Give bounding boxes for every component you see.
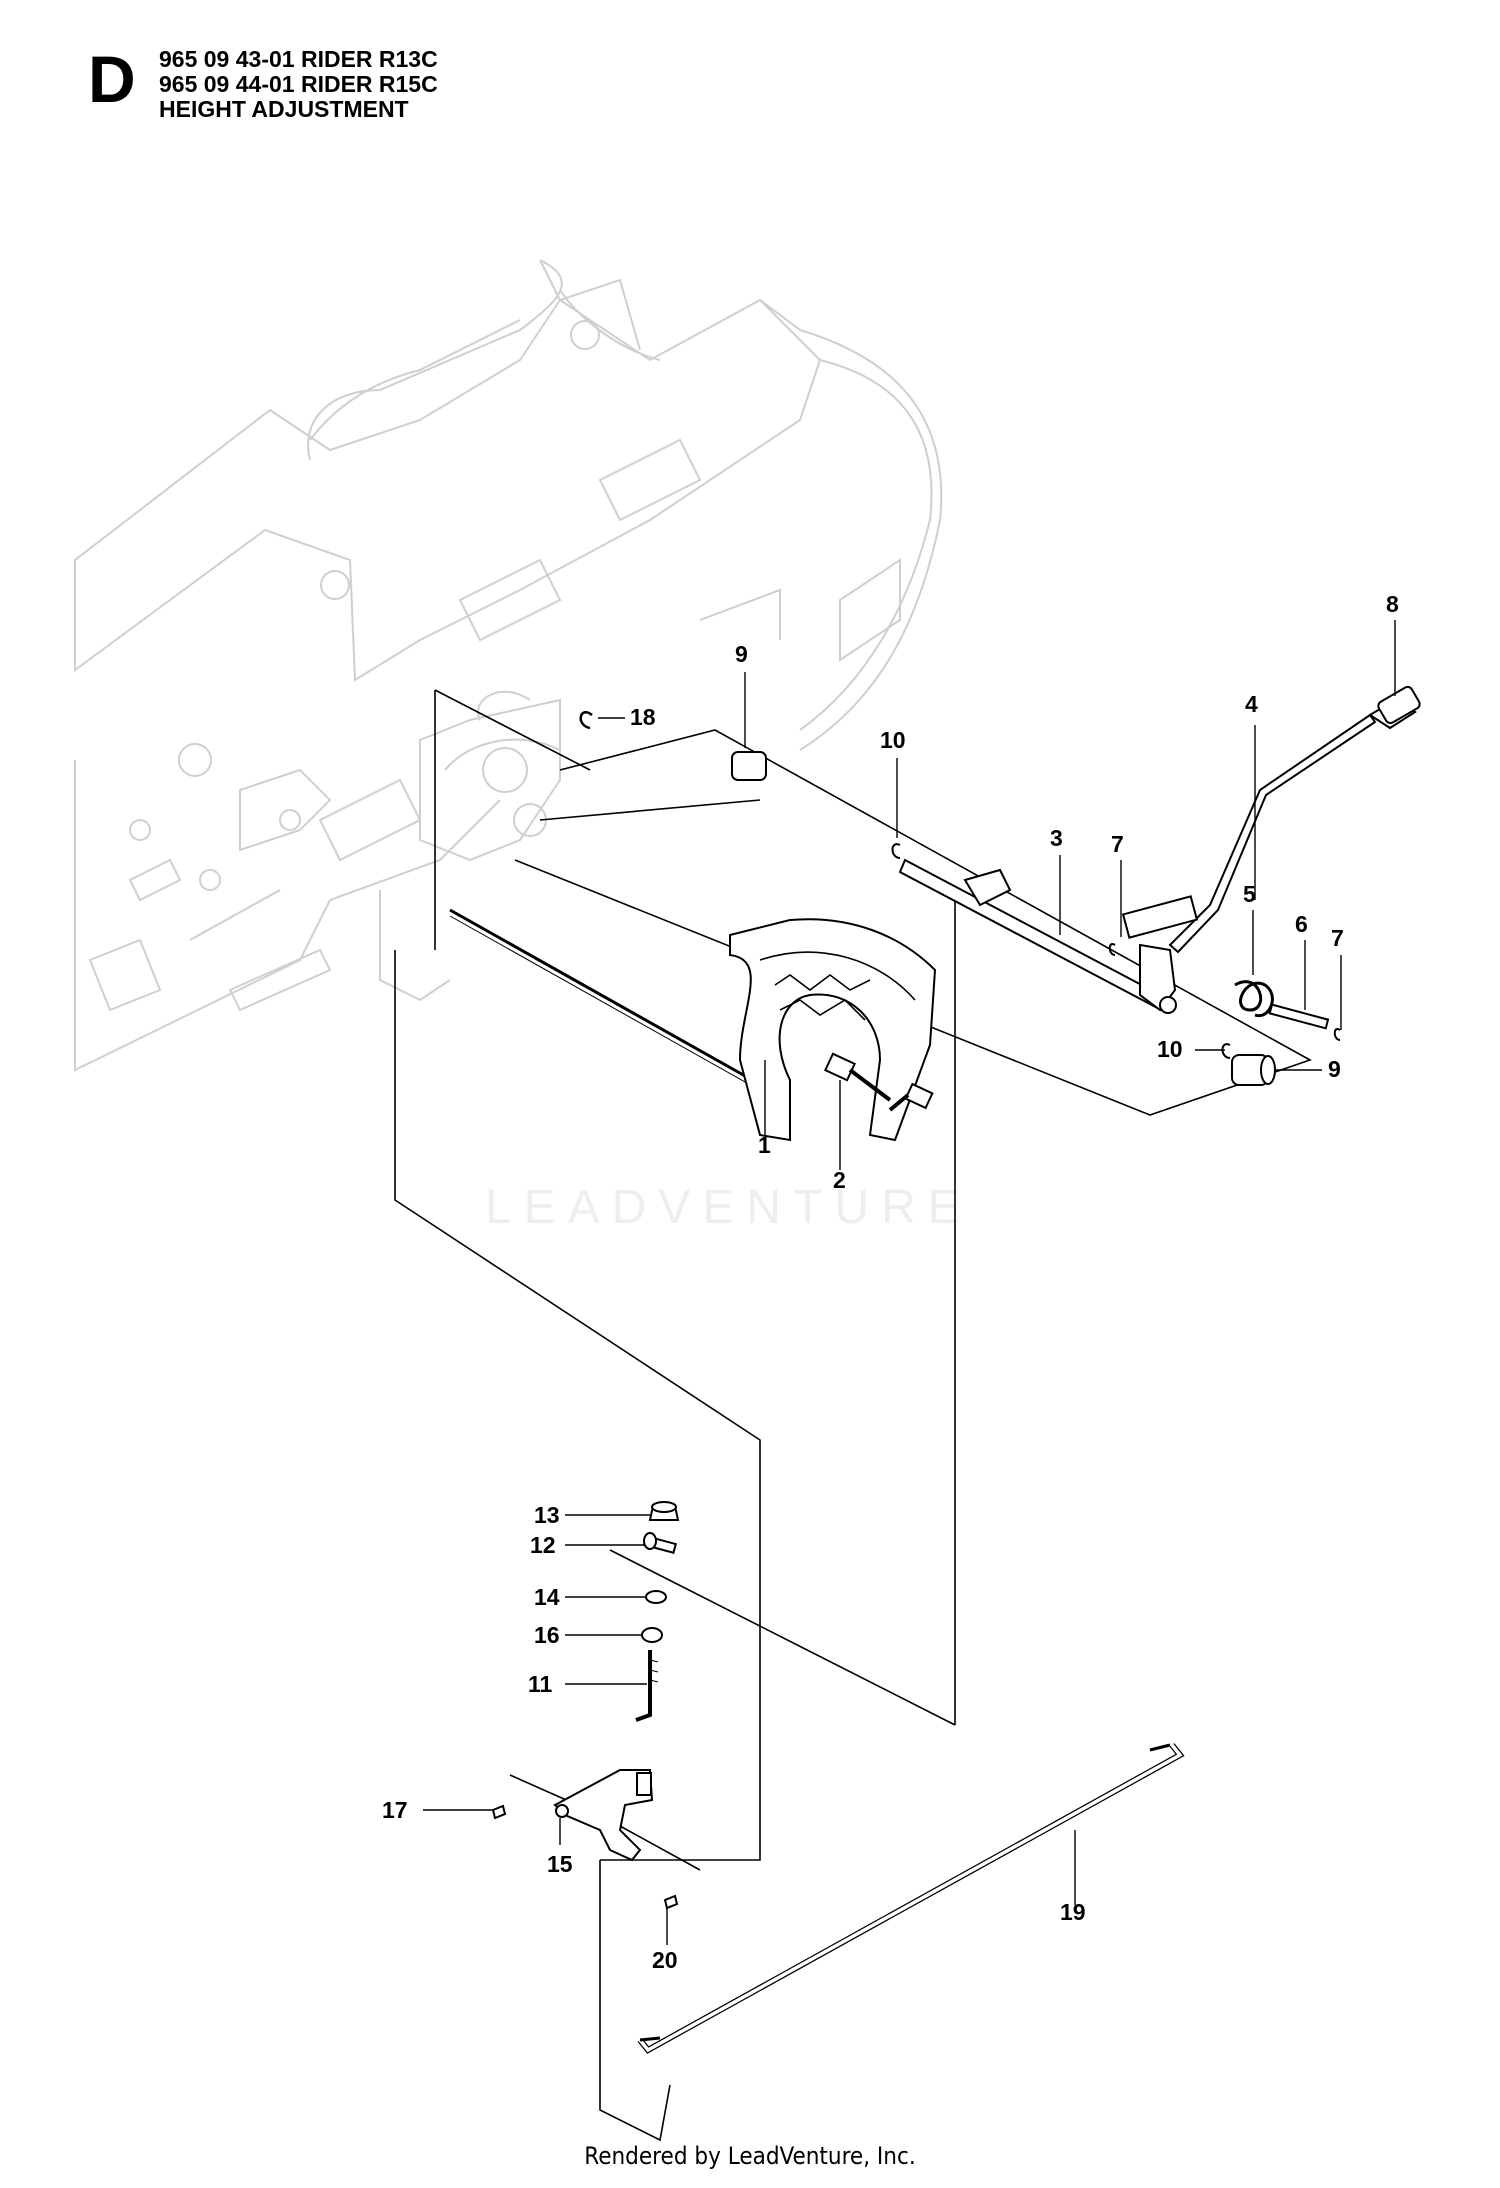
callout-20: 20: [652, 1947, 678, 1973]
callout-5: 5: [1243, 881, 1256, 907]
height-lever: [1121, 713, 1377, 954]
header-title: HEIGHT ADJUSTMENT: [159, 96, 409, 122]
callout-15: 16: [534, 1622, 560, 1648]
callout-9-top: 9: [735, 641, 748, 667]
quadrant-bolts: [823, 1052, 934, 1112]
section-letter: D: [88, 42, 136, 116]
bushings: [731, 751, 1276, 1086]
callout-2: 2: [833, 1167, 846, 1193]
callout-9-bottom: 9: [1328, 1056, 1341, 1082]
link-hardware: [635, 1501, 680, 1722]
cotter-pins: [491, 1804, 679, 1910]
callout-8: 8: [1386, 591, 1399, 617]
callout-10-bottom: 10: [1157, 1036, 1183, 1062]
e-clips: [1108, 942, 1341, 1041]
watermark-text: LEADVENTURE: [485, 1181, 972, 1234]
leader-lines: [423, 620, 1396, 1945]
callout-16: 17: [382, 1797, 408, 1823]
callout-7-right: 7: [1331, 925, 1344, 951]
callout-4: 4: [1245, 691, 1258, 717]
assembly-guide-lines: [394, 689, 1312, 2142]
callout-6: 6: [1295, 911, 1308, 937]
callout-18: 18: [630, 704, 656, 730]
callout-11: 11: [528, 1671, 553, 1697]
retaining-clip: [579, 711, 593, 730]
callout-19: 19: [1060, 1899, 1086, 1925]
header-model-line-1: 965 09 43-01 RIDER R13C: [159, 46, 438, 72]
callout-1: 1: [758, 1132, 771, 1158]
callout-12: 12: [530, 1532, 556, 1558]
mower-frame: [74, 259, 943, 1072]
footer-credit: Rendered by LeadVenture, Inc.: [584, 2142, 916, 2170]
return-spring: [1234, 980, 1274, 1018]
link-rod: [637, 1743, 1185, 2054]
callout-7-left: 7: [1111, 831, 1124, 857]
pivot-pin: [1268, 1003, 1330, 1030]
height-quadrant: [729, 918, 937, 1142]
callout-3: 3: [1050, 825, 1063, 851]
callout-14: 13: [534, 1502, 560, 1528]
bell-crank: [553, 1769, 654, 1862]
lever-knob: [1368, 685, 1421, 730]
callout-17: 15: [547, 1851, 573, 1877]
callout-labels: 9 10 3 7 4 8 5 6 7 10 9 1 2 18 13 12 14 …: [382, 591, 1399, 1973]
callout-10-top: 10: [880, 727, 906, 753]
callout-13: 14: [534, 1584, 560, 1610]
cross-shaft: [898, 858, 1177, 1014]
height-shaft: [449, 908, 771, 1097]
header-model-line-2: 965 09 44-01 RIDER R15C: [159, 71, 438, 97]
